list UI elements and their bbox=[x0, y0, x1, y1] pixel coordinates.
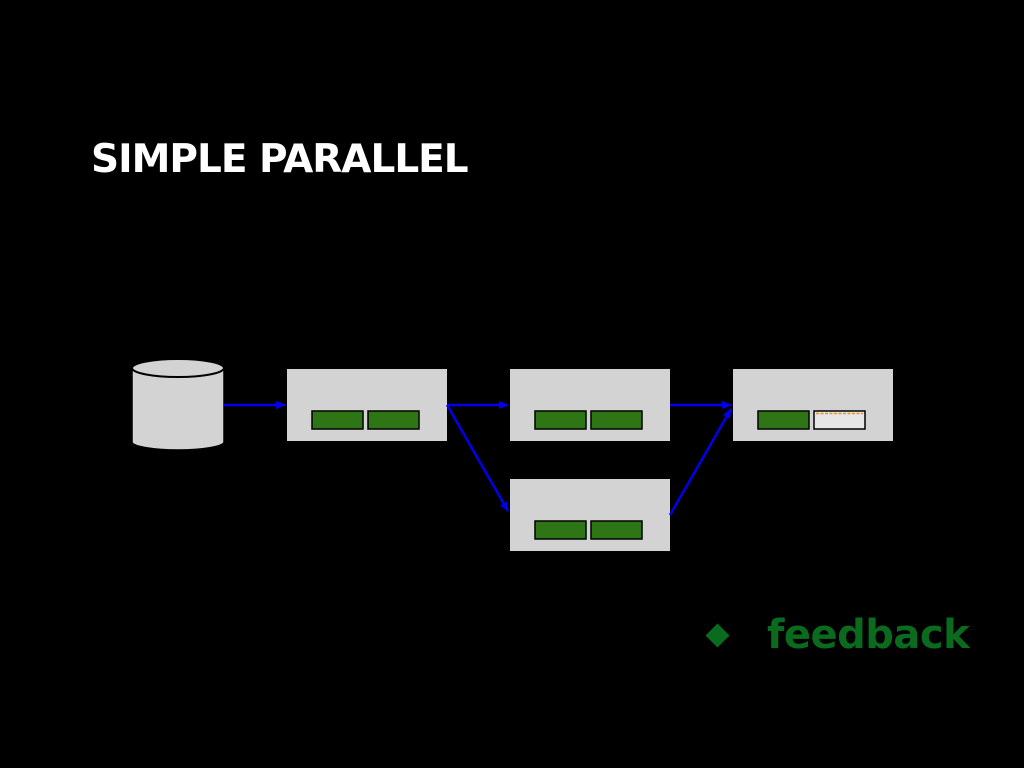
slot-full bbox=[590, 410, 643, 430]
stage-box-3 bbox=[733, 369, 893, 441]
stage-box-2a bbox=[510, 369, 670, 441]
bullet-item-feedback: feedback bbox=[705, 606, 970, 664]
slot-full bbox=[534, 520, 587, 540]
bullet-text: feedback bbox=[767, 612, 970, 658]
slot-full bbox=[757, 410, 810, 430]
slot-full bbox=[367, 410, 420, 430]
diamond-bullet-icon bbox=[705, 622, 730, 648]
arrow-stage-1-to-stage-2b bbox=[445, 404, 510, 512]
arrow-stage-2b-to-stage-3 bbox=[668, 408, 733, 516]
slide-title: SIMPLE PARALLEL bbox=[91, 137, 469, 182]
slot-full bbox=[534, 410, 587, 430]
slot-partial bbox=[813, 410, 866, 430]
database-cylinder-icon bbox=[131, 358, 225, 451]
slot-full bbox=[590, 520, 643, 540]
slot-full bbox=[311, 410, 364, 430]
stage-box-1 bbox=[287, 369, 447, 441]
stage-box-2b bbox=[510, 479, 670, 551]
